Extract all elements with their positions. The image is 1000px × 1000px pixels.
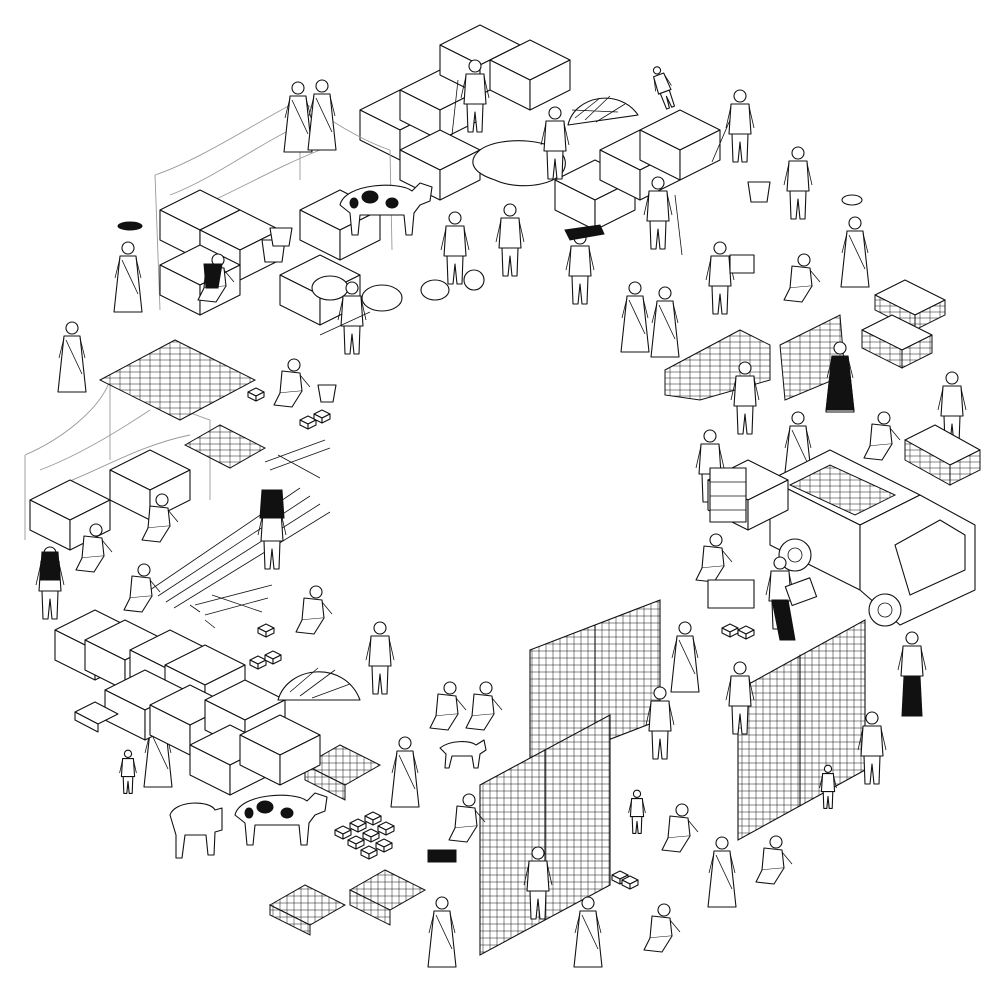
bucket-icon bbox=[748, 182, 770, 202]
woman-bending-left bbox=[57, 321, 87, 393]
mud-puddle bbox=[473, 141, 565, 186]
worker-hay-bale bbox=[705, 241, 735, 315]
woman-bending bbox=[390, 736, 420, 808]
worker-crouch-stack bbox=[863, 411, 901, 461]
vendors-top bbox=[283, 81, 313, 153]
mold-tray bbox=[75, 702, 118, 732]
seated-pair-2 bbox=[465, 681, 503, 731]
hay-bales bbox=[312, 276, 402, 311]
worker-bucket-right bbox=[783, 146, 813, 220]
person-sitting-bottom bbox=[643, 903, 681, 953]
bricks-molded bbox=[334, 811, 395, 860]
brick-stack-right-bottom bbox=[905, 425, 980, 485]
woman-child-rack bbox=[670, 621, 700, 693]
cow-standing bbox=[234, 792, 328, 846]
child-bag bbox=[628, 789, 646, 834]
wire-coils bbox=[421, 270, 484, 300]
rebar-cage-2 bbox=[350, 870, 425, 925]
woman-bottom bbox=[573, 896, 603, 968]
vendor-2 bbox=[307, 79, 337, 151]
worker-coils bbox=[440, 211, 470, 285]
worker-hoe bbox=[725, 89, 755, 163]
rebar-cage-3 bbox=[305, 745, 380, 800]
worker-rebar-bend bbox=[123, 563, 161, 613]
baskets bbox=[262, 228, 292, 262]
cow-resting bbox=[339, 182, 433, 236]
drying-rack-3 bbox=[738, 620, 865, 840]
bucket-icon-2 bbox=[318, 385, 336, 402]
worker-load-head bbox=[565, 231, 595, 305]
woman-seated-kids bbox=[661, 803, 699, 853]
child-left bbox=[119, 749, 137, 794]
women-pair-1 bbox=[620, 281, 650, 353]
stacked-trays bbox=[707, 459, 789, 531]
woman-basket-right bbox=[840, 216, 870, 288]
hay-pile-top bbox=[568, 96, 638, 125]
hay-pile-bottom bbox=[278, 668, 360, 700]
jumping-child bbox=[647, 63, 679, 111]
seated-man-right bbox=[755, 835, 793, 885]
worker-hay bbox=[365, 621, 395, 695]
dog-icon bbox=[440, 740, 486, 768]
woman-headload-bricks bbox=[427, 896, 457, 968]
rebar-cage-1 bbox=[270, 885, 345, 935]
women-pair-2 bbox=[650, 286, 680, 358]
brick-stacks-right bbox=[862, 280, 945, 368]
tools bbox=[190, 605, 282, 670]
woman-headload-left bbox=[113, 241, 143, 313]
worker-crouch-bricks bbox=[295, 585, 333, 635]
man-tall-white bbox=[707, 836, 737, 908]
seated-elder bbox=[783, 253, 821, 303]
brick-field-left bbox=[100, 340, 265, 468]
truck-icon bbox=[770, 450, 975, 626]
worker-bending-cart bbox=[695, 533, 733, 583]
worker-vest bbox=[495, 203, 525, 277]
seated-pair-1 bbox=[429, 681, 467, 731]
crouch-worker-left bbox=[273, 358, 311, 408]
goat-icon bbox=[170, 803, 222, 858]
